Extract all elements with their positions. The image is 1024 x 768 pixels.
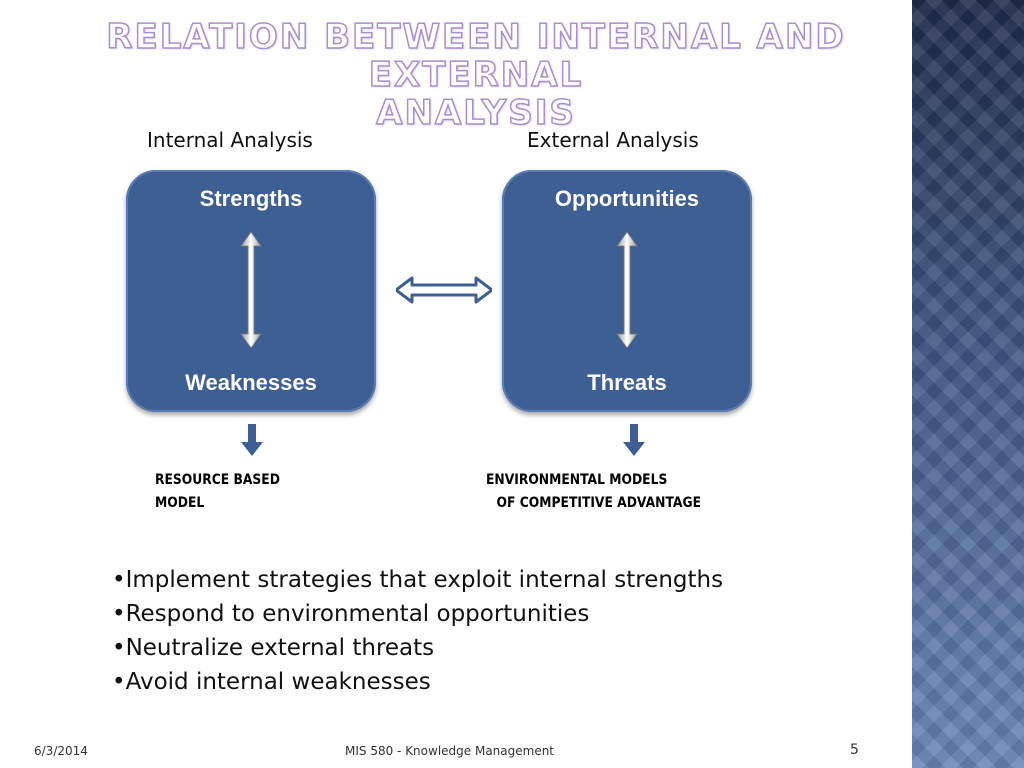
environmental-models-label: ENVIRONMENTAL MODELS OF COMPETITIVE ADVA… (486, 469, 701, 515)
decorative-side-strip (912, 0, 1024, 768)
resource-based-model-label: RESOURCE BASED MODEL (155, 469, 280, 515)
footer-course: MIS 580 - Knowledge Management (345, 744, 555, 758)
title-line-2: ANALYSIS (375, 93, 576, 133)
environmental-model-line-1: ENVIRONMENTAL MODELS (486, 472, 668, 488)
external-analysis-heading: External Analysis (527, 128, 699, 152)
internal-analysis-heading: Internal Analysis (147, 128, 313, 152)
internal-analysis-box: Strengths Weaknesses (126, 170, 376, 412)
down-arrow-icon (623, 424, 645, 456)
environmental-model-line-2: OF COMPETITIVE ADVANTAGE (496, 495, 701, 511)
bullet-item: Implement strategies that exploit intern… (112, 563, 724, 597)
double-headed-vertical-arrow-icon (616, 232, 638, 348)
opportunities-label: Opportunities (554, 186, 700, 211)
slide-title: RELATION BETWEEN INTERNAL AND EXTERNAL A… (40, 17, 912, 133)
title-line-1: RELATION BETWEEN INTERNAL AND EXTERNAL (106, 17, 846, 95)
down-arrow-icon (241, 424, 263, 456)
page-number: 5 (850, 742, 859, 758)
threats-label: Threats (587, 370, 667, 395)
resource-model-line-2: MODEL (155, 495, 205, 511)
footer-date: 6/3/2014 (34, 744, 88, 758)
weaknesses-label: Weaknesses (185, 370, 317, 395)
external-analysis-box: Opportunities Threats (502, 170, 752, 412)
bullet-item: Avoid internal weaknesses (112, 665, 723, 699)
double-headed-horizontal-arrow-icon (396, 276, 492, 304)
strengths-label: Strengths (199, 186, 303, 211)
resource-model-line-1: RESOURCE BASED (155, 472, 280, 488)
bullet-item: Respond to environmental opportunities (112, 597, 723, 631)
double-headed-vertical-arrow-icon (240, 232, 262, 348)
strategy-bullet-list: Implement strategies that exploit intern… (112, 563, 724, 699)
bullet-item: Neutralize external threats (112, 631, 723, 665)
